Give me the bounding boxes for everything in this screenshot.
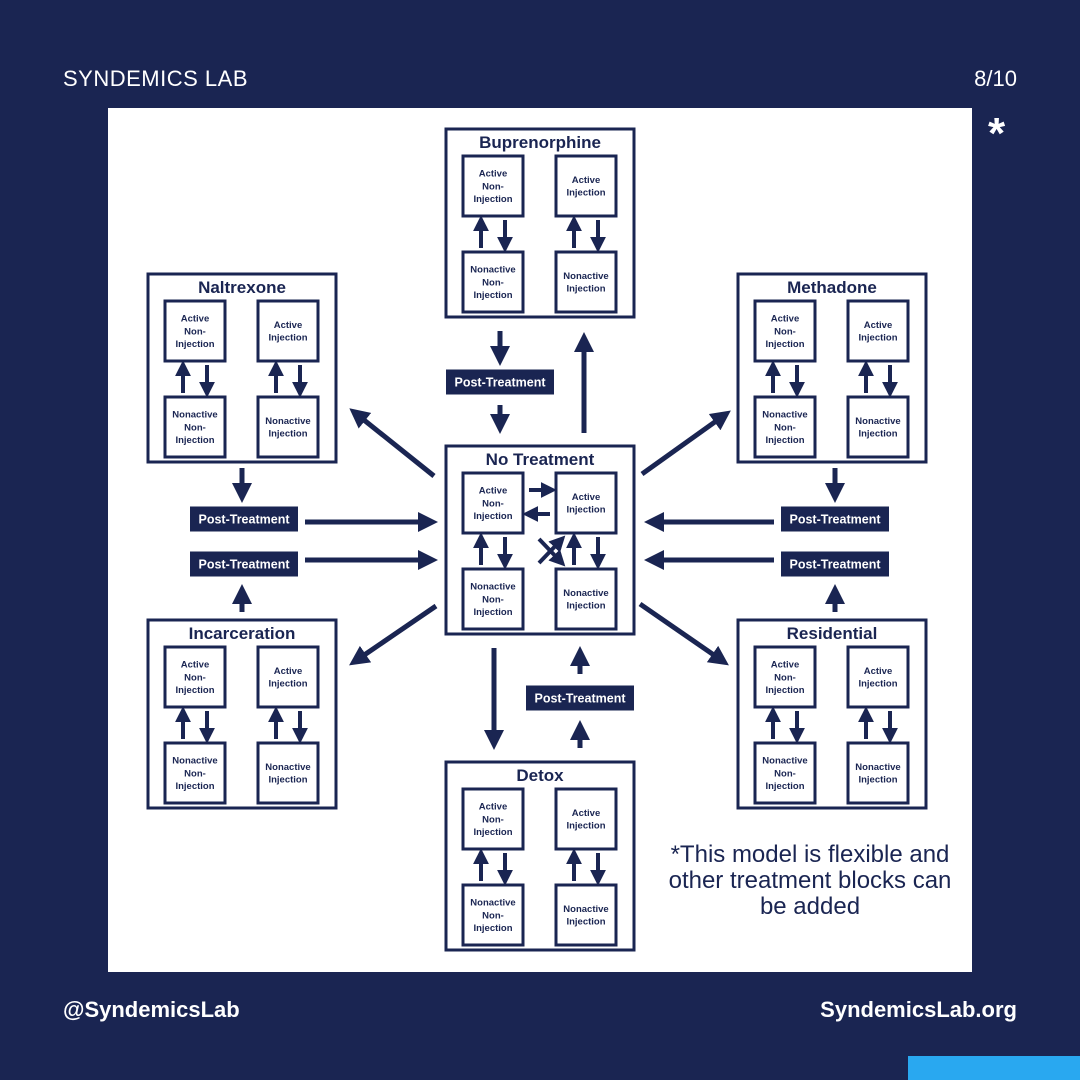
post-treatment-box	[781, 551, 889, 577]
state-nonactive-non-injection	[163, 395, 227, 459]
state-active-injection	[256, 645, 320, 709]
state-active-non-injection	[163, 299, 227, 363]
detox-title: Detox	[516, 766, 564, 785]
state-nonactive-non-injection	[163, 741, 227, 805]
post-treatment-box	[190, 506, 298, 532]
state-nonactive-non-injection	[461, 883, 525, 947]
state-active-non-injection	[461, 787, 525, 851]
post-treatment-label: Post-Treatment	[790, 558, 882, 572]
state-nonactive-injection	[256, 741, 320, 805]
post-treatment-box	[781, 506, 889, 532]
naltrexone-title: Naltrexone	[198, 278, 286, 297]
state-active-injection	[846, 645, 910, 709]
state-nonactive-injection	[554, 250, 618, 314]
incarceration-title: Incarceration	[189, 624, 296, 643]
residential-title: Residential	[787, 624, 878, 643]
state-active-injection	[554, 471, 618, 535]
post-treatment-label: Post-Treatment	[199, 558, 291, 572]
state-nonactive-injection	[554, 567, 618, 631]
methadone-title: Methadone	[787, 278, 877, 297]
footnote: *This model is flexible and other treatm…	[668, 841, 952, 920]
state-nonactive-non-injection	[753, 741, 817, 805]
post-treatment-label: Post-Treatment	[199, 513, 291, 527]
diagonal-arrow-icon	[349, 603, 438, 666]
state-active-non-injection	[753, 299, 817, 363]
diagonal-arrow-icon	[640, 410, 731, 477]
state-nonactive-non-injection	[753, 395, 817, 459]
state-active-non-injection	[163, 645, 227, 709]
social-handle[interactable]: @SyndemicsLab	[63, 997, 240, 1022]
page-counter: 8/10	[974, 66, 1017, 91]
state-active-injection	[554, 787, 618, 851]
diagonal-arrow-icon	[537, 535, 566, 565]
no-treatment-title: No Treatment	[486, 450, 595, 469]
state-nonactive-injection	[846, 395, 910, 459]
post-treatment-label: Post-Treatment	[535, 692, 627, 706]
state-active-non-injection	[753, 645, 817, 709]
state-active-injection	[256, 299, 320, 363]
state-active-injection	[846, 299, 910, 363]
post-treatment-box	[446, 369, 554, 395]
brand-name: SYNDEMICS LAB	[63, 66, 248, 91]
buprenorphine-title: Buprenorphine	[479, 133, 601, 152]
diagonal-arrow-icon	[349, 408, 436, 478]
state-nonactive-non-injection	[461, 567, 525, 631]
state-active-non-injection	[461, 471, 525, 535]
state-active-non-injection	[461, 154, 525, 218]
state-active-injection	[554, 154, 618, 218]
state-nonactive-injection	[554, 883, 618, 947]
post-treatment-label: Post-Treatment	[455, 376, 547, 390]
diagonal-arrow-icon	[638, 601, 729, 666]
accent-bar	[908, 1056, 1080, 1080]
state-nonactive-non-injection	[461, 250, 525, 314]
website-link[interactable]: SyndemicsLab.org	[820, 997, 1017, 1022]
state-nonactive-injection	[846, 741, 910, 805]
state-nonactive-injection	[256, 395, 320, 459]
asterisk-marker: *	[988, 109, 1006, 158]
post-treatment-box	[190, 551, 298, 577]
post-treatment-box	[526, 685, 634, 711]
post-treatment-label: Post-Treatment	[790, 513, 882, 527]
